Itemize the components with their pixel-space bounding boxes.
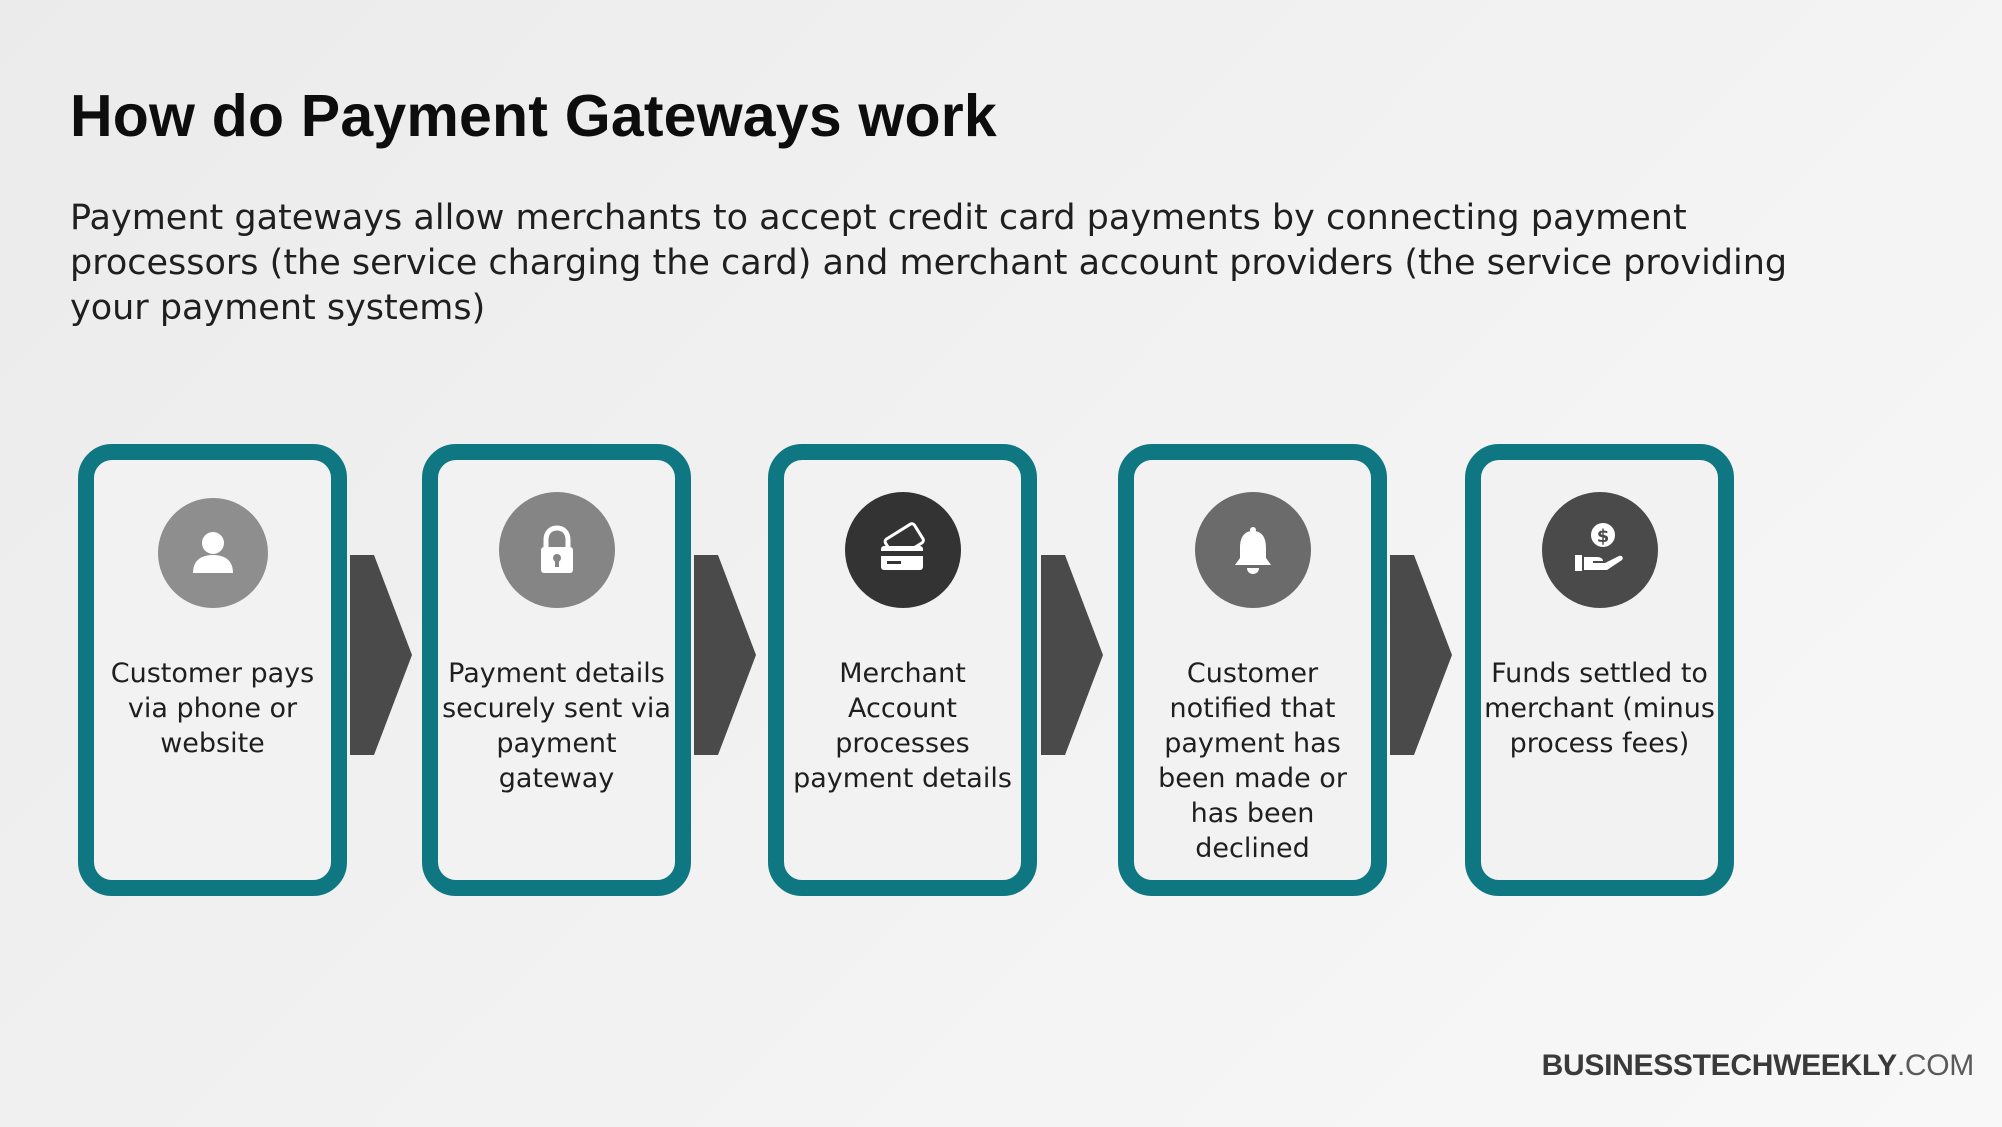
brand-name: BUSINESSTECHWEEKLY <box>1541 1049 1898 1082</box>
step-box-1: Customer pays via phone or website <box>78 444 347 896</box>
step-box-4: Customer notified that payment has been … <box>1118 444 1387 896</box>
arrow-4 <box>1390 555 1452 755</box>
user-icon <box>157 498 268 608</box>
step-label-2: Payment details securely sent via paymen… <box>442 658 671 794</box>
step-label-4: Customer notified that payment has been … <box>1158 658 1347 864</box>
step-label-3: Merchant Account processes payment detai… <box>793 658 1012 794</box>
bell-icon <box>1194 492 1311 608</box>
lock-icon <box>498 492 615 608</box>
step-label-1: Customer pays via phone or website <box>110 658 315 759</box>
intro-paragraph: Payment gateways allow merchants to acce… <box>70 198 1788 328</box>
brand-logo: BUSINESSTECHWEEKLY.COM <box>1541 1049 1975 1083</box>
svg-text:$: $ <box>1596 526 1609 547</box>
page-title: How do Payment Gateways work <box>70 83 997 149</box>
credit-card-icon <box>844 492 961 608</box>
step-box-5: $ Funds settled to merchant (minus proce… <box>1465 444 1734 896</box>
arrow-1 <box>350 555 412 755</box>
money-hand-icon: $ <box>1541 492 1658 608</box>
arrow-3 <box>1041 555 1103 755</box>
step-box-3: Merchant Account processes payment detai… <box>768 444 1037 896</box>
step-box-2: Payment details securely sent via paymen… <box>422 444 691 896</box>
step-label-5: Funds settled to merchant (minus process… <box>1484 658 1715 759</box>
brand-domain: .COM <box>1896 1049 1974 1082</box>
arrow-2 <box>694 555 756 755</box>
